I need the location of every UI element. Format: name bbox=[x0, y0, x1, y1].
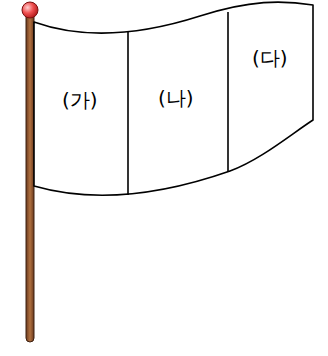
panel-label: (나) bbox=[158, 88, 194, 108]
panel-divider bbox=[227, 12, 229, 172]
pole-finial bbox=[22, 2, 38, 18]
panel-divider bbox=[127, 31, 129, 195]
panel-label: (가) bbox=[62, 90, 98, 110]
flag-cloth bbox=[34, 2, 313, 195]
flag-pole bbox=[26, 12, 34, 342]
panel-label: (다) bbox=[252, 48, 288, 68]
